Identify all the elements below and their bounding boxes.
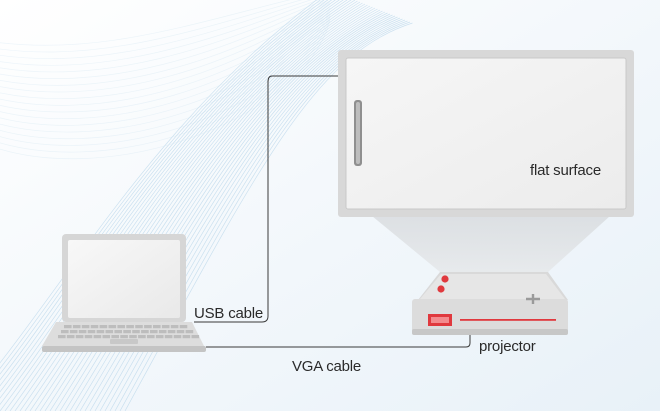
swirl-line — [0, 0, 333, 387]
swirl-line — [0, 0, 329, 79]
swirl-line — [0, 13, 331, 133]
projector-label: projector — [479, 338, 536, 355]
swirl-line — [0, 0, 312, 60]
keyboard-key — [84, 335, 93, 339]
swirl-line — [0, 0, 344, 405]
keyboard-key — [161, 325, 170, 329]
keyboard-key — [111, 335, 119, 339]
swirl-line — [0, 0, 291, 46]
keyboard-key — [64, 325, 72, 329]
keyboard-key — [117, 325, 125, 329]
keyboard-key — [150, 330, 158, 334]
swirl-line — [0, 0, 318, 364]
swirl-line — [0, 18, 331, 153]
keyboard-key — [191, 335, 200, 339]
swirl-line — [0, 20, 331, 160]
swirl-line — [0, 0, 319, 66]
keyboard-key — [87, 330, 96, 334]
usb-cable — [194, 75, 338, 323]
swirl-line — [0, 2, 331, 93]
vga-cable-label: VGA cable — [292, 358, 362, 375]
laptop-touchpad — [110, 339, 138, 344]
keyboard-key — [93, 335, 102, 339]
swirl-line — [0, 0, 325, 375]
keyboard-key — [75, 335, 84, 339]
swirl-line — [0, 5, 331, 106]
projector — [412, 272, 568, 335]
keyboard-key — [114, 330, 122, 334]
projector-red-button — [437, 285, 445, 293]
keyboard-key — [99, 325, 108, 329]
swirl-line — [0, 0, 331, 86]
keyboard-key — [155, 335, 164, 339]
swirl-line — [0, 9, 331, 119]
keyboard-key — [141, 330, 149, 334]
swirl-line — [0, 11, 331, 126]
keyboard-key — [132, 330, 140, 334]
swirl-line — [0, 0, 321, 369]
laptop — [42, 234, 206, 352]
swirl-line — [0, 0, 325, 73]
keyboard-key — [170, 325, 179, 329]
keyboard-key — [158, 330, 167, 334]
keyboard-key — [153, 325, 161, 329]
swirl-line — [0, 0, 337, 393]
keyboard-key — [120, 335, 128, 339]
laptop-keyboard — [58, 325, 200, 339]
keyboard-key — [147, 335, 155, 339]
keyboard-key — [96, 330, 105, 334]
projector-red-stripe — [460, 319, 556, 321]
swirl-line — [0, 4, 331, 99]
keyboard-key — [179, 325, 188, 329]
projector-light-beam — [372, 216, 610, 272]
vga-cable — [206, 327, 471, 348]
keyboard-key — [123, 330, 131, 334]
keyboard-key — [176, 330, 185, 334]
keyboard-key — [66, 335, 75, 339]
swirl-line — [0, 7, 331, 113]
usb-cable-label: USB cable — [194, 305, 264, 322]
keyboard-key — [58, 335, 66, 339]
swirl-line — [0, 15, 331, 140]
keyboard-key — [185, 330, 194, 334]
projector-red-button — [441, 275, 449, 283]
flat-surface-label: flat surface — [530, 162, 601, 179]
swirl-line — [0, 0, 303, 53]
swirl-line — [0, 0, 329, 381]
projector-plus-icon — [526, 294, 540, 304]
keyboard-key — [126, 325, 134, 329]
keyboard-key — [144, 325, 152, 329]
keyboard-key — [105, 330, 114, 334]
keyboard-key — [173, 335, 182, 339]
keyboard-key — [102, 335, 111, 339]
keyboard-key — [81, 325, 90, 329]
keyboard-key — [78, 330, 87, 334]
keyboard-key — [90, 325, 99, 329]
keyboard-key — [69, 330, 78, 334]
keyboard-key — [164, 335, 173, 339]
swirl-line — [0, 16, 331, 146]
keyboard-key — [61, 330, 69, 334]
keyboard-key — [167, 330, 176, 334]
keyboard-key — [129, 335, 137, 339]
swirl-line — [0, 0, 340, 399]
keyboard-key — [72, 325, 81, 329]
keyboard-key — [138, 335, 146, 339]
keyboard-key — [182, 335, 191, 339]
flat-surface-screen — [338, 50, 634, 217]
keyboard-key — [135, 325, 143, 329]
keyboard-key — [108, 325, 117, 329]
